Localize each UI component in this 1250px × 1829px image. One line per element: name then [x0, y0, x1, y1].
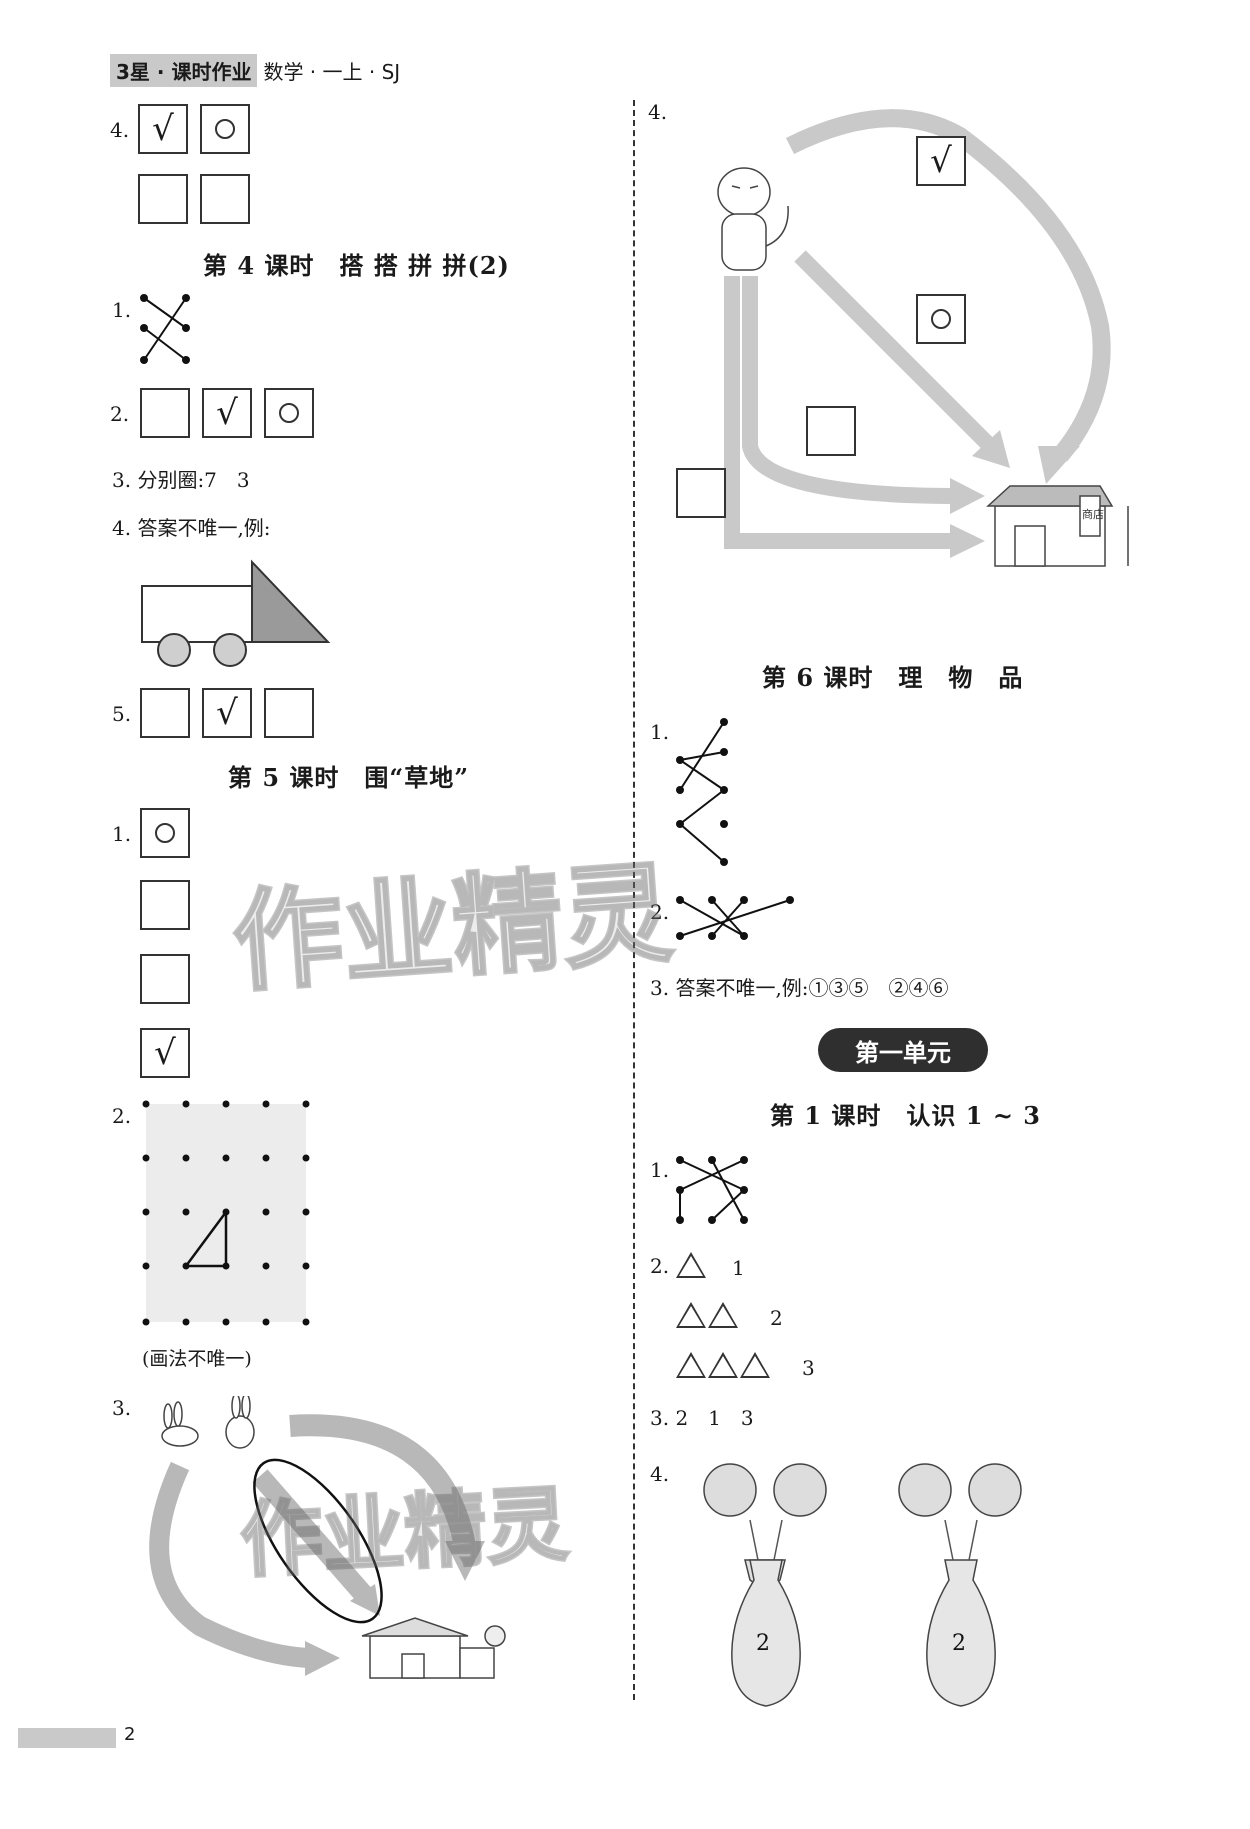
- count-label: 1: [732, 1256, 745, 1280]
- vase-number: 2: [952, 1631, 966, 1656]
- triangle-icon: [676, 1352, 706, 1378]
- lesson-1-title: 第 1 课时 认识 1 ~ 3: [770, 1101, 1041, 1130]
- answer-box-empty: [264, 688, 314, 738]
- answer-text: 3. 答案不唯一,例:①③⑤ ②④⑥: [650, 976, 949, 1000]
- question-number: 4.: [648, 100, 668, 124]
- circle-mark: [155, 823, 175, 843]
- flower-vase-icon: [703, 1463, 827, 1707]
- question-number: 4.: [110, 118, 130, 142]
- truck-shape-figure: [141, 559, 331, 667]
- circle-mark: [279, 403, 299, 423]
- answer-box-checked: √: [916, 136, 966, 186]
- triangle-icon: [676, 1302, 706, 1328]
- vase-number: 2: [756, 1631, 770, 1656]
- triangle-icon: [708, 1352, 738, 1378]
- building-icon: [361, 1617, 506, 1679]
- shop-sign: 商店: [1082, 507, 1104, 521]
- answer-box-empty: [676, 468, 726, 518]
- rabbit-icon: [161, 1396, 255, 1449]
- question-number: 1.: [112, 298, 132, 322]
- triangle-row: [676, 1252, 706, 1278]
- answer-text: 3. 分别圈:7 3: [112, 468, 250, 492]
- answer-box-circle: [264, 388, 314, 438]
- page-header: 3星 · 课时作业 数学 · 一上 · SJ: [110, 53, 401, 87]
- question-number: 1.: [650, 720, 670, 744]
- answer-text: 4. 答案不唯一,例:: [112, 516, 271, 540]
- answer-box-checked: √: [140, 1028, 190, 1078]
- triangle-icon: [708, 1302, 738, 1328]
- matching-lines-figure: [676, 896, 794, 940]
- series-label: 3星 · 课时作业: [110, 53, 258, 87]
- answer-box-circle: [140, 808, 190, 858]
- matching-lines-figure: [676, 1156, 748, 1224]
- answer-box-checked: √: [202, 388, 252, 438]
- flower-vase-icon: [898, 1463, 1022, 1707]
- footer-bar: [18, 1728, 116, 1748]
- triangle-icon: [676, 1252, 706, 1278]
- triangle-icon: [740, 1352, 770, 1378]
- answer-box-empty: [806, 406, 856, 456]
- answer-box-circle: [200, 104, 250, 154]
- circle-mark: [931, 309, 951, 329]
- vases-figure: 2 2: [703, 1463, 1022, 1707]
- rabbit-path-figure: [149, 1396, 506, 1679]
- question-number: 2.: [112, 1104, 132, 1128]
- matching-lines-figure: [676, 718, 728, 866]
- answer-box-empty: [140, 388, 190, 438]
- triangle-row: [676, 1352, 770, 1378]
- tiger-path-figure: 商店: [717, 109, 1129, 567]
- book-label: 数学 · 一上 · SJ: [263, 59, 401, 84]
- dot-grid-figure: [142, 1100, 310, 1326]
- lesson-4-title: 第 4 课时 搭 搭 拼 拼(2): [203, 251, 510, 280]
- unit-badge: 第一单元: [818, 1028, 988, 1072]
- shop-icon: [986, 485, 1129, 567]
- question-number: 4.: [650, 1462, 670, 1486]
- question-number: 5.: [112, 702, 132, 726]
- answer-box-empty: [200, 174, 250, 224]
- count-label: 2: [770, 1306, 783, 1330]
- question-number: 1.: [650, 1158, 670, 1182]
- answer-box-circle: [916, 294, 966, 344]
- question-number: 2.: [650, 900, 670, 924]
- circle-mark: [215, 119, 235, 139]
- tiger-icon: [717, 167, 789, 271]
- column-divider: [633, 100, 635, 1700]
- count-label: 3: [802, 1356, 815, 1380]
- lesson-6-title: 第 6 课时 理 物 品: [762, 663, 1024, 692]
- answer-box-empty: [140, 954, 190, 1004]
- lesson-5-title: 第 5 课时 围“草地”: [228, 763, 470, 792]
- matching-lines-figure: [140, 294, 190, 364]
- page-number: 2: [124, 1724, 136, 1745]
- question-number: 1.: [112, 822, 132, 846]
- question-number: 2.: [110, 402, 130, 426]
- drawing-note: (画法不唯一): [142, 1348, 252, 1370]
- answer-box-empty: [138, 174, 188, 224]
- answer-box-empty: [140, 688, 190, 738]
- watermark: 作业精灵: [237, 1476, 573, 1591]
- triangle-row: [676, 1302, 738, 1328]
- answer-box-checked: √: [202, 688, 252, 738]
- watermark: 作业精灵: [227, 847, 678, 1008]
- answer-box-checked: √: [138, 104, 188, 154]
- question-number: 3.: [112, 1396, 132, 1420]
- answer-text: 3. 2 1 3: [650, 1406, 754, 1430]
- answer-box-empty: [140, 880, 190, 930]
- question-number: 2.: [650, 1254, 670, 1278]
